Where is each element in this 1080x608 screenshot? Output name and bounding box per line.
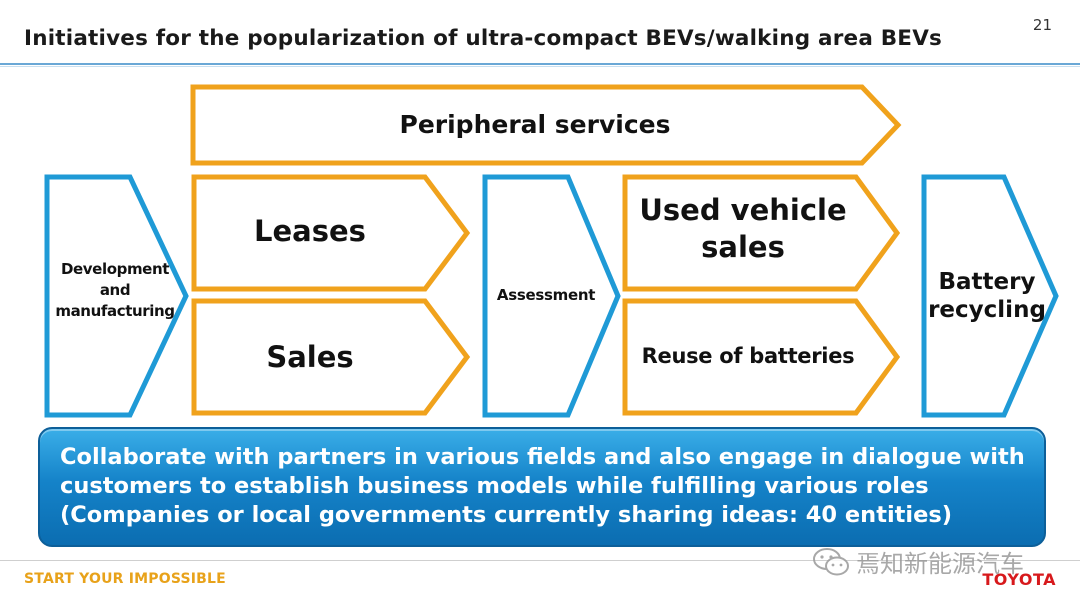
development-label: Development and manufacturing bbox=[52, 240, 178, 340]
sales-arrow bbox=[191, 298, 471, 416]
title-divider bbox=[0, 63, 1080, 65]
development-label-line3: manufacturing bbox=[55, 301, 175, 320]
battery-recycling-arrow bbox=[921, 174, 1059, 418]
peripheral-services-arrow bbox=[190, 84, 902, 166]
collaboration-banner: Collaborate with partners in various fie… bbox=[38, 427, 1046, 547]
brand-logo: TOYOTA bbox=[982, 570, 1056, 589]
development-arrow bbox=[44, 174, 189, 418]
footer-tagline: START YOUR IMPOSSIBLE bbox=[24, 571, 226, 587]
slide-title: Initiatives for the popularization of ul… bbox=[24, 26, 943, 51]
battery-recycling-line2: recycling bbox=[928, 297, 1046, 323]
assessment-arrow bbox=[482, 174, 621, 418]
collaboration-line2: customers to establish business models w… bbox=[60, 473, 929, 499]
used-vehicle-sales-arrow bbox=[622, 174, 901, 292]
page-number: 21 bbox=[1032, 16, 1052, 34]
leases-label: Leases bbox=[254, 213, 366, 248]
collaboration-line1: Collaborate with partners in various fie… bbox=[60, 444, 1025, 470]
peripheral-services-label: Peripheral services bbox=[399, 110, 671, 139]
watermark-text: 焉知新能源汽车 bbox=[856, 550, 1024, 578]
collaboration-line3: (Companies or local governments currentl… bbox=[60, 502, 953, 528]
leases-arrow bbox=[191, 174, 471, 292]
title-divider-secondary bbox=[0, 66, 1080, 67]
development-label-line1: Development bbox=[60, 259, 169, 278]
used-vehicle-sales-label: Used vehicle sales bbox=[628, 190, 858, 268]
used-vehicle-sales-line1: Used vehicle bbox=[639, 193, 847, 227]
used-vehicle-sales-line2: sales bbox=[701, 230, 785, 264]
sales-label: Sales bbox=[266, 339, 354, 374]
development-label-line2: and bbox=[99, 280, 131, 299]
reuse-batteries-arrow bbox=[622, 298, 901, 416]
battery-recycling-label: Battery recycling bbox=[926, 258, 1048, 334]
watermark: 焉知新能源汽车 bbox=[812, 544, 1024, 579]
reuse-batteries-label: Reuse of batteries bbox=[641, 344, 855, 369]
collaboration-text: Collaborate with partners in various fie… bbox=[60, 443, 1025, 530]
battery-recycling-line1: Battery bbox=[938, 269, 1036, 295]
footer-divider bbox=[0, 560, 1080, 561]
wechat-icon bbox=[813, 547, 849, 575]
assessment-label: Assessment bbox=[496, 286, 596, 304]
